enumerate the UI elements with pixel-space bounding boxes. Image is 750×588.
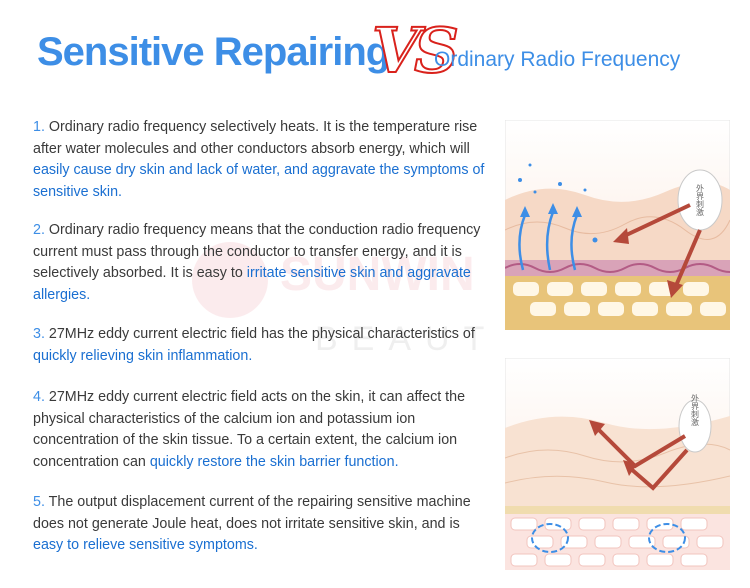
point-1: 1. Ordinary radio frequency selectively … [33,117,490,203]
point-number: 1. [33,119,45,135]
point-text: 27MHz eddy current electric field has th… [44,326,475,342]
point-highlight: quickly restore the skin barrier functio… [149,453,399,470]
title-sensitive-repairing: Sensitive Repairing [37,30,390,74]
point-text: Ordinary radio frequency selectively hea… [33,119,478,157]
watermark-logo: SUNWIN BEAUTY [185,230,521,375]
point-text: The output displacement current of the r… [33,494,471,532]
point-number: 5. [33,494,45,510]
point-highlight: easily cause dry skin and lack of water,… [33,162,485,200]
skin-illustration-ordinary-rf: 外界刺激 [504,119,746,335]
point-5: 5. The output displacement current of th… [33,492,490,557]
point-3: 3. 27MHz eddy current electric field has… [33,324,490,367]
point-2: 2. Ordinary radio frequency means that t… [33,220,490,306]
title-ordinary-rf: Ordinary Radio Frequency [434,48,681,71]
point-number: 4. [33,389,45,405]
point-4: 4. 27MHz eddy current electric field act… [33,387,490,473]
point-highlight: irritate sensitive skin and aggravate al… [33,265,471,303]
point-number: 2. [33,222,45,238]
vs-label: VS [371,13,460,88]
point-text: Ordinary radio frequency means that the … [33,222,481,281]
external-stimulus-label: 外界刺激 [696,183,705,217]
point-text: 27MHz eddy current electric field acts o… [33,389,466,470]
point-number: 3. [33,326,45,342]
external-stimulus-label: 外界刺激 [691,393,700,427]
watermark-sub: BEAUTY [315,320,495,358]
skin-illustration-sensitive-repairing: 外界刺激 [504,357,731,575]
point-highlight: easy to relieve sensitive symptoms. [33,537,258,553]
watermark-brand: SUNWIN [280,248,475,301]
point-highlight: quickly relieving skin inflammation. [33,347,253,364]
